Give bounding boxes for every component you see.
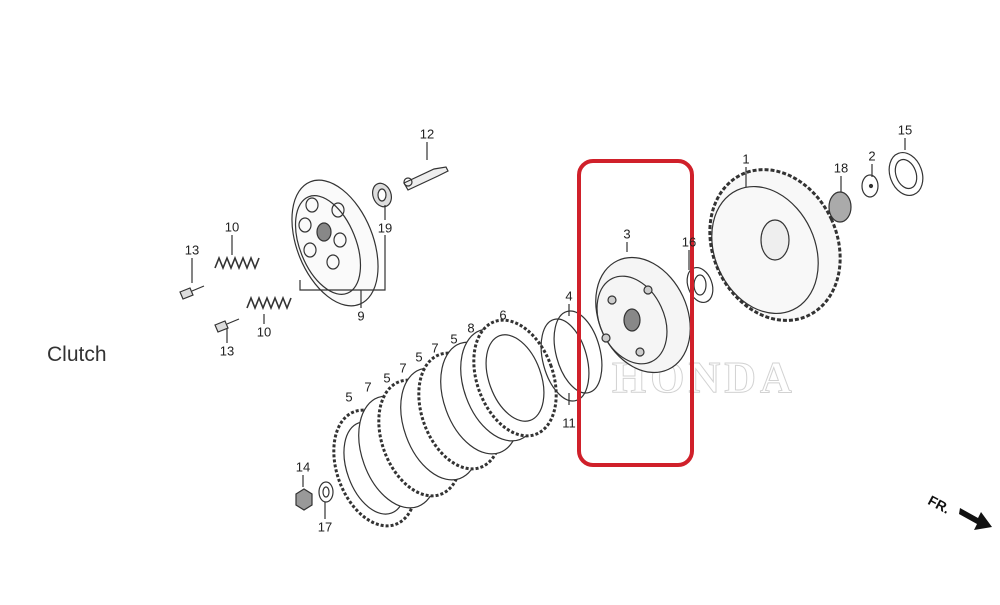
callout-label-12: 12 xyxy=(419,126,435,142)
callout-label-19: 19 xyxy=(377,220,393,236)
callout-label-17: 17 xyxy=(317,519,333,535)
callout-label-7: 7 xyxy=(399,360,407,376)
callout-label-5: 5 xyxy=(450,331,458,347)
callout-label-8: 8 xyxy=(467,320,475,336)
callout-label-14: 14 xyxy=(295,459,311,475)
callout-label-2: 2 xyxy=(868,148,876,164)
callout-label-13: 13 xyxy=(219,343,235,359)
callout-label-13: 13 xyxy=(184,242,200,258)
callout-label-6: 6 xyxy=(499,307,507,323)
spring-part xyxy=(214,255,292,311)
callout-label-1: 1 xyxy=(742,151,750,167)
front-direction-arrow-icon xyxy=(959,508,992,530)
callout-label-10: 10 xyxy=(256,324,272,340)
clutch-plate-stack xyxy=(332,318,558,528)
callout-label-5: 5 xyxy=(345,389,353,405)
clutch-center-hub-part xyxy=(595,242,691,374)
callout-label-18: 18 xyxy=(833,160,849,176)
callout-label-16: 16 xyxy=(681,234,697,250)
callout-label-15: 15 xyxy=(897,122,913,138)
callout-label-10: 10 xyxy=(224,219,240,235)
callout-label-11: 11 xyxy=(562,415,576,431)
callout-label-5: 5 xyxy=(383,370,391,386)
callout-label-4: 4 xyxy=(565,288,573,304)
diagram-title: Clutch xyxy=(47,343,107,366)
callout-label-9: 9 xyxy=(357,308,365,324)
callout-label-3: 3 xyxy=(623,226,631,242)
clutch-outer-part xyxy=(708,167,842,322)
callout-label-5: 5 xyxy=(415,349,423,365)
callout-label-7: 7 xyxy=(364,379,372,395)
pressure-plate-part xyxy=(291,179,379,307)
highlight-box-part-3 xyxy=(577,159,694,467)
callout-label-7: 7 xyxy=(431,340,439,356)
